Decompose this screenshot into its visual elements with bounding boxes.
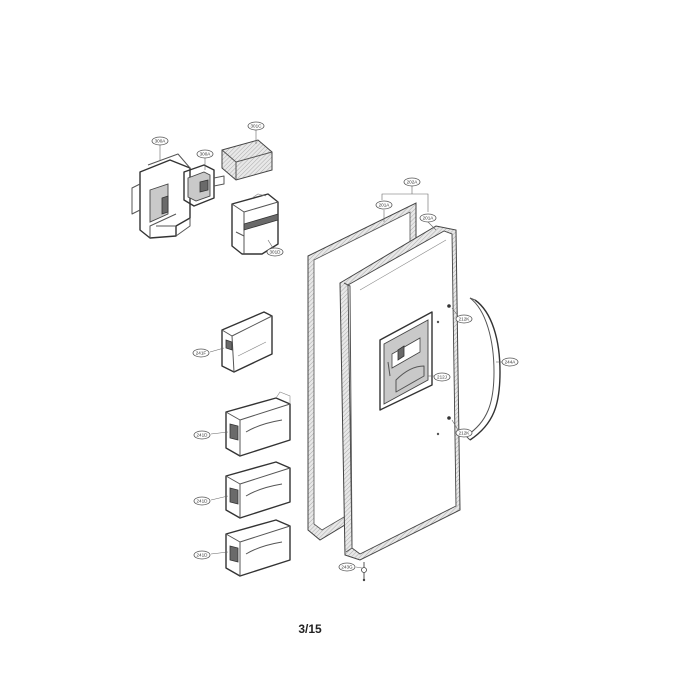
callout-text: 241D: [197, 553, 209, 558]
callout-text: 201A: [379, 203, 391, 208]
callout-241d-3: 241D: [193, 550, 211, 560]
callout-text: 212K: [459, 431, 471, 436]
door-handle: [465, 297, 501, 441]
callout-201a-left: 201A: [375, 200, 393, 210]
callout-212k-top: 212K: [455, 314, 473, 324]
callout-text: 241D: [197, 499, 209, 504]
callout-text: 301C: [251, 124, 263, 129]
dispenser-recess: [379, 311, 433, 411]
callout-text: 244A: [505, 360, 517, 365]
leader-lines: [159, 130, 502, 569]
callout-301d: 301D: [266, 247, 284, 257]
callout-212j: 212J: [433, 372, 451, 382]
callout-text: 201A: [423, 216, 435, 221]
callout-201a-right: 201A: [419, 213, 437, 223]
callout-text: 243G: [341, 565, 353, 570]
callout-301c: 301C: [247, 121, 265, 131]
door-bin-small: [221, 311, 273, 373]
callout-212k-bottom: 212K: [455, 428, 473, 438]
ice-bucket-lid: [221, 139, 273, 181]
callout-300a-right: 300A: [196, 149, 214, 159]
dispenser-housing: [131, 153, 191, 239]
callout-text: 241F: [196, 351, 207, 356]
callout-text: 212K: [459, 317, 471, 322]
callout-text: 212J: [437, 375, 447, 380]
door-bin-1: [225, 391, 291, 457]
callout-text: 300A: [155, 139, 167, 144]
callout-text: 241D: [197, 433, 209, 438]
door-bin-2: [225, 461, 291, 519]
callout-241f: 241F: [192, 348, 210, 358]
page-number: 3/15: [298, 622, 322, 636]
callout-244a: 244A: [501, 357, 519, 367]
bottom-hinge-screw: [361, 562, 367, 582]
callout-text: 300A: [200, 152, 212, 157]
callout-202a: 202A: [403, 177, 421, 187]
callout-243g: 243G: [338, 562, 356, 572]
callout-text: 301D: [270, 250, 282, 255]
door-bin-3: [225, 519, 291, 577]
callout-241d-2: 241D: [193, 496, 211, 506]
callout-300a-left: 300A: [151, 136, 169, 146]
ice-bucket: [231, 193, 279, 255]
hinge-pins: [436, 304, 451, 436]
callout-text: 202A: [407, 180, 419, 185]
auger-motor-assembly: [183, 164, 225, 207]
callout-241d-1: 241D: [193, 430, 211, 440]
